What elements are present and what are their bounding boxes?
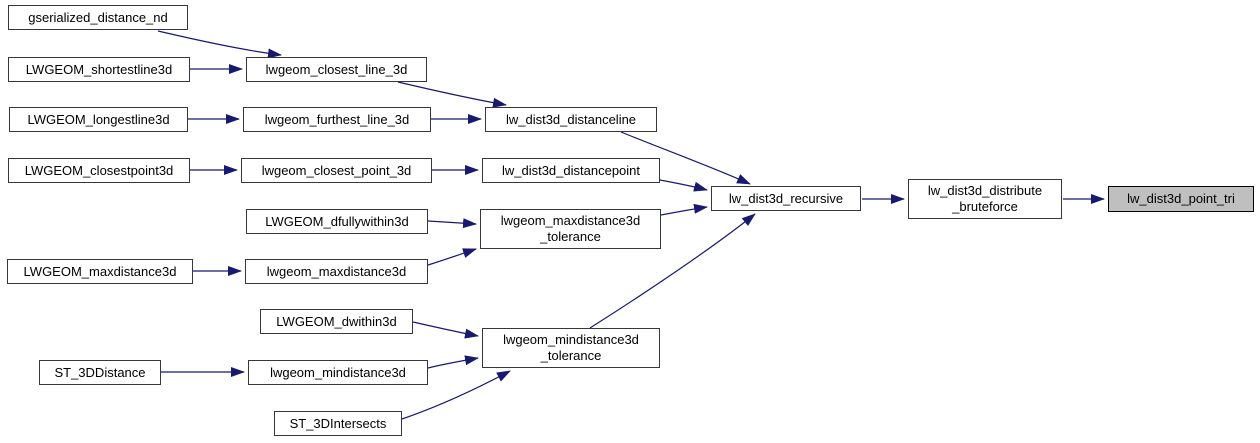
edge-ST_3DIntersects--lwgeom_mindistance3d_tolerance [401,370,511,420]
node-lw_dist3d_point_tri: lw_dist3d_point_tri [1108,186,1254,212]
node-LWGEOM_maxdistance3d[interactable]: LWGEOM_maxdistance3d [7,259,193,284]
edge-lw_dist3d_distanceline--lw_dist3d_recursive [620,131,751,185]
edge-lwgeom_maxdistance3d--lwgeom_maxdistance3d_tolerance [427,248,477,266]
edge-LWGEOM_dfullywithin3d--lwgeom_maxdistance3d_tolerance [427,218,477,229]
node-lwgeom_mindistance3d[interactable]: lwgeom_mindistance3d [248,360,428,385]
node-lwgeom_mindistance3d_tolerance[interactable]: lwgeom_mindistance3d _tolerance [482,328,660,368]
node-ST_3DDistance[interactable]: ST_3DDistance [39,360,161,385]
node-lwgeom_closest_point_3d[interactable]: lwgeom_closest_point_3d [241,158,432,183]
node-LWGEOM_dwithin3d[interactable]: LWGEOM_dwithin3d [260,309,413,334]
node-gserialized_distance_nd[interactable]: gserialized_distance_nd [8,5,188,30]
edge-gserialized_distance_nd--lwgeom_closest_line_3d [157,30,282,59]
edge-lwgeom_mindistance3d--lwgeom_mindistance3d_tolerance [427,355,479,369]
edge-lwgeom_mindistance3d_tolerance--lw_dist3d_recursive [589,213,756,329]
node-LWGEOM_dfullywithin3d[interactable]: LWGEOM_dfullywithin3d [246,209,428,234]
edges-group [157,30,1105,420]
edge-lwgeom_closest_line_3d--lw_dist3d_distanceline [397,81,507,108]
node-lw_dist3d_distribute_bruteforce[interactable]: lw_dist3d_distribute _bruteforce [908,179,1062,219]
node-lwgeom_furthest_line_3d[interactable]: lwgeom_furthest_line_3d [243,107,431,132]
edge-lw_dist3d_distancepoint--lw_dist3d_recursive [659,179,708,192]
node-lw_dist3d_recursive[interactable]: lw_dist3d_recursive [711,186,861,211]
node-lw_dist3d_distanceline[interactable]: lw_dist3d_distanceline [485,107,657,132]
edge-lwgeom_maxdistance3d_tolerance--lw_dist3d_recursive [660,203,708,216]
node-lw_dist3d_distancepoint[interactable]: lw_dist3d_distancepoint [482,158,660,183]
node-LWGEOM_longestline3d[interactable]: LWGEOM_longestline3d [9,107,188,132]
node-lwgeom_closest_line_3d[interactable]: lwgeom_closest_line_3d [246,57,427,82]
node-lwgeom_maxdistance3d_tolerance[interactable]: lwgeom_maxdistance3d _tolerance [480,209,661,249]
node-LWGEOM_closestpoint3d[interactable]: LWGEOM_closestpoint3d [8,158,190,183]
edge-LWGEOM_dwithin3d--lwgeom_mindistance3d_tolerance [412,321,479,339]
node-ST_3DIntersects[interactable]: ST_3DIntersects [274,411,402,436]
node-lwgeom_maxdistance3d[interactable]: lwgeom_maxdistance3d [245,259,428,284]
node-LWGEOM_shortestline3d[interactable]: LWGEOM_shortestline3d [8,57,190,82]
